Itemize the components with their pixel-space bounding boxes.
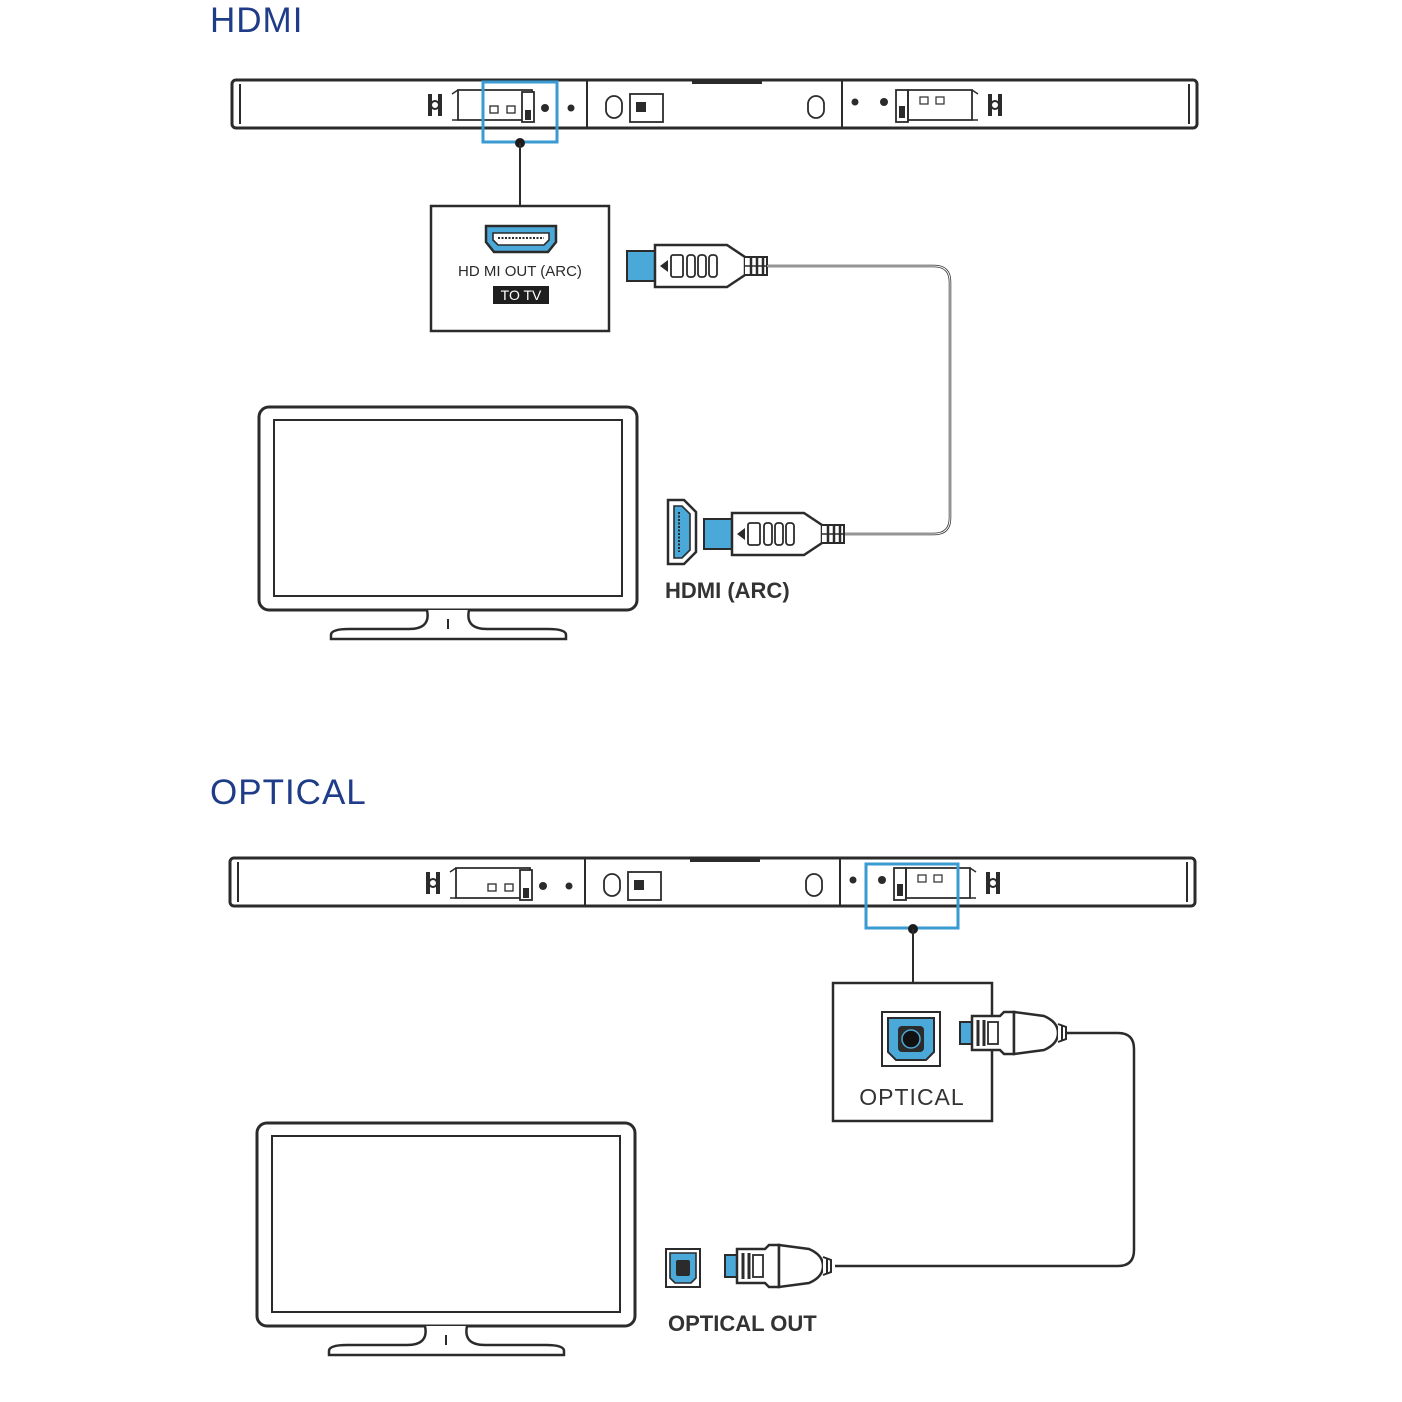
- optical-panel-label: OPTICAL: [859, 1084, 964, 1110]
- hdmi-out-panel: HD MI OUT (ARC) TO TV: [429, 204, 611, 333]
- tv-optical-port-icon: [665, 1248, 701, 1288]
- tv: [255, 1121, 637, 1357]
- optical-panel: OPTICAL: [831, 981, 994, 1123]
- soundbar-back-view: [228, 856, 1197, 908]
- soundbar-back-view: [230, 78, 1199, 130]
- tv-hdmi-port-icon: [666, 498, 698, 566]
- hdmi-cable: [767, 264, 952, 536]
- optical-section-title: OPTICAL: [210, 773, 367, 812]
- hdmi-cable-plug-tv: [702, 511, 846, 557]
- optical-section: OPTICAL OPTICAL OPTIC: [210, 773, 1197, 1357]
- tv: [257, 405, 639, 641]
- hdmi-port-icon: [484, 224, 558, 254]
- optical-cable: [835, 1031, 1136, 1268]
- hdmi-out-label: HD MI OUT (ARC): [458, 263, 582, 280]
- hdmi-section: HDMI HD MI OUT (ARC) TO TV: [210, 1, 1199, 641]
- hdmi-section-title: HDMI: [210, 1, 303, 40]
- optical-cable-plug-tv: [723, 1243, 833, 1289]
- optical-port-icon: [881, 1011, 941, 1067]
- tv-optical-out-label: OPTICAL OUT: [668, 1311, 817, 1336]
- to-tv-badge: [493, 286, 549, 304]
- hdmi-cable-plug-soundbar: [625, 243, 769, 289]
- tv-hdmi-arc-label: HDMI (ARC): [665, 578, 790, 603]
- to-tv-badge-text: TO TV: [501, 287, 542, 303]
- optical-cable-plug-soundbar: [958, 1010, 1068, 1056]
